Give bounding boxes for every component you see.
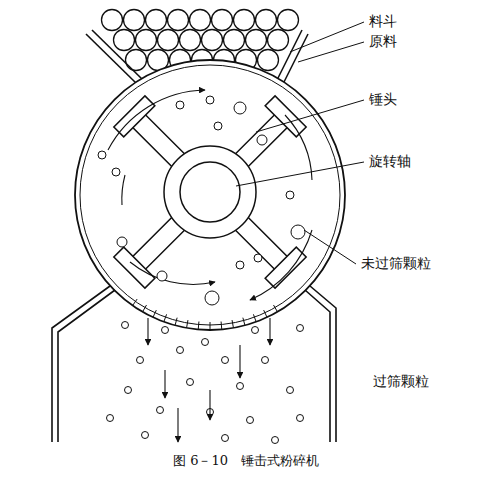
hopper-label: 料斗 xyxy=(368,14,398,29)
screened-label: 过筛颗粒 xyxy=(372,374,430,389)
particles xyxy=(98,96,305,305)
screen xyxy=(133,299,278,330)
flow-arrows xyxy=(148,318,270,442)
material-label: 原料 xyxy=(368,34,398,49)
figure-caption: 图 6－10 锤击式粉碎机 xyxy=(173,452,319,470)
screened-particles xyxy=(107,322,304,444)
discharge-chute xyxy=(52,286,336,442)
leader-lines xyxy=(236,22,364,264)
hammer-label: 锤头 xyxy=(368,92,398,107)
housing-inner xyxy=(80,65,340,325)
oversize-label: 未过筛颗粒 xyxy=(360,256,432,271)
shaft-label: 旋转轴 xyxy=(368,154,412,169)
housing xyxy=(75,60,345,330)
rotation-arrows xyxy=(108,90,312,300)
